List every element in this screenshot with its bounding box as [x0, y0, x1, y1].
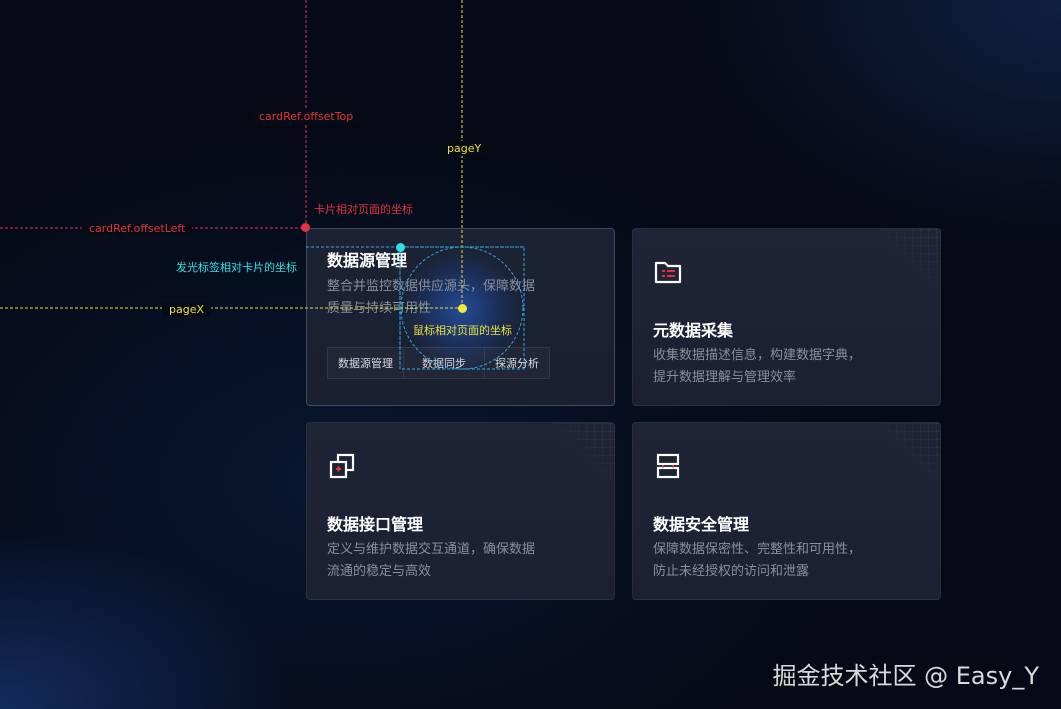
- page-x-label: pageX: [162, 302, 212, 317]
- grid-decoration: [880, 229, 940, 289]
- card-origin-point: [301, 223, 310, 232]
- layers-icon: [329, 453, 355, 479]
- offset-left-label: cardRef.offsetLeft: [82, 221, 193, 236]
- tag-source-analysis[interactable]: 探源分析: [485, 347, 550, 379]
- offset-top-label: cardRef.offsetTop: [252, 109, 361, 124]
- tag-group: 数据源管理 数据同步 探源分析: [327, 347, 550, 379]
- card-data-interface[interactable]: 数据接口管理 定义与维护数据交互通道，确保数据流通的稳定与高效: [306, 422, 615, 600]
- tag-data-sync[interactable]: 数据同步: [404, 347, 485, 379]
- watermark: 掘金技术社区 @ Easy_Y: [772, 662, 1040, 690]
- card-desc: 整合并监控数据供应源头，保障数据质量与持续可用性: [327, 279, 536, 316]
- card-data-source[interactable]: 数据源管理 整合并监控数据供应源头，保障数据质量与持续可用性 数据源管理 数据同…: [306, 228, 615, 406]
- card-desc: 定义与维护数据交互通道，确保数据流通的稳定与高效: [327, 542, 536, 579]
- card-title: 数据接口管理: [327, 515, 424, 534]
- card-title: 数据安全管理: [653, 515, 750, 534]
- card-data-security[interactable]: 数据安全管理 保障数据保密性、完整性和可用性，防止未经授权的访问和泄露: [632, 422, 941, 600]
- card-desc: 保障数据保密性、完整性和可用性，防止未经授权的访问和泄露: [653, 542, 862, 579]
- mouse-point: [458, 304, 467, 313]
- glow-tag-origin-point: [396, 243, 405, 252]
- card-coord-label: 卡片相对页面的坐标: [314, 203, 413, 216]
- page-y-label: pageY: [440, 141, 489, 156]
- card-desc: 收集数据描述信息，构建数据字典，提升数据理解与管理效率: [653, 348, 862, 385]
- server-icon: [656, 453, 680, 479]
- grid-decoration: [554, 423, 614, 483]
- card-title: 元数据采集: [653, 321, 734, 340]
- grid-decoration: [880, 423, 940, 483]
- tag-coord-label: 发光标签相对卡片的坐标: [176, 261, 297, 274]
- folder-icon: [654, 261, 682, 284]
- tag-data-source[interactable]: 数据源管理: [327, 347, 404, 379]
- card-metadata[interactable]: 元数据采集 收集数据描述信息，构建数据字典，提升数据理解与管理效率: [632, 228, 941, 406]
- card-title: 数据源管理: [327, 251, 408, 270]
- mouse-coord-label: 鼠标相对页面的坐标: [413, 324, 512, 337]
